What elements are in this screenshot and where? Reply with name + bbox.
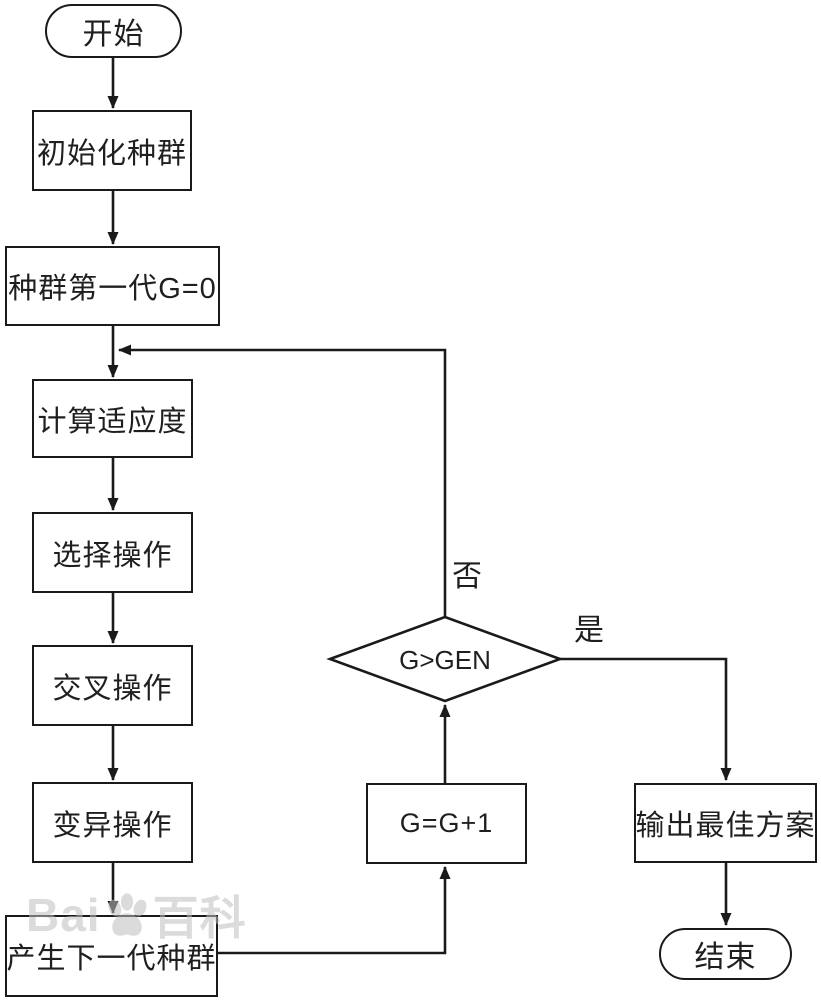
node-first-generation: 种群第一代G=0: [5, 246, 220, 326]
node-decision-label: G>GEN: [399, 644, 491, 675]
node-crossover: 交叉操作: [32, 645, 193, 726]
node-init-population: 初始化种群: [32, 110, 192, 191]
node-selection: 选择操作: [32, 512, 193, 593]
edge-label-no: 否: [452, 560, 482, 593]
node-next-generation: 产生下一代种群: [5, 915, 218, 997]
edge-decision-yes-to-output: [559, 657, 732, 781]
node-output-best: 输出最佳方案: [634, 783, 817, 863]
node-end: 结束: [659, 928, 792, 980]
edge-label-yes: 是: [574, 614, 604, 647]
node-mutation: 变异操作: [32, 782, 193, 863]
decision-diamond-shape: [326, 615, 564, 703]
node-start: 开始: [45, 4, 182, 58]
node-increment: G=G+1: [366, 783, 527, 864]
edge-nextgen-to-increment: [218, 866, 451, 955]
edge-decision-no-loop: [118, 344, 447, 617]
node-calc-fitness: 计算适应度: [32, 379, 193, 458]
